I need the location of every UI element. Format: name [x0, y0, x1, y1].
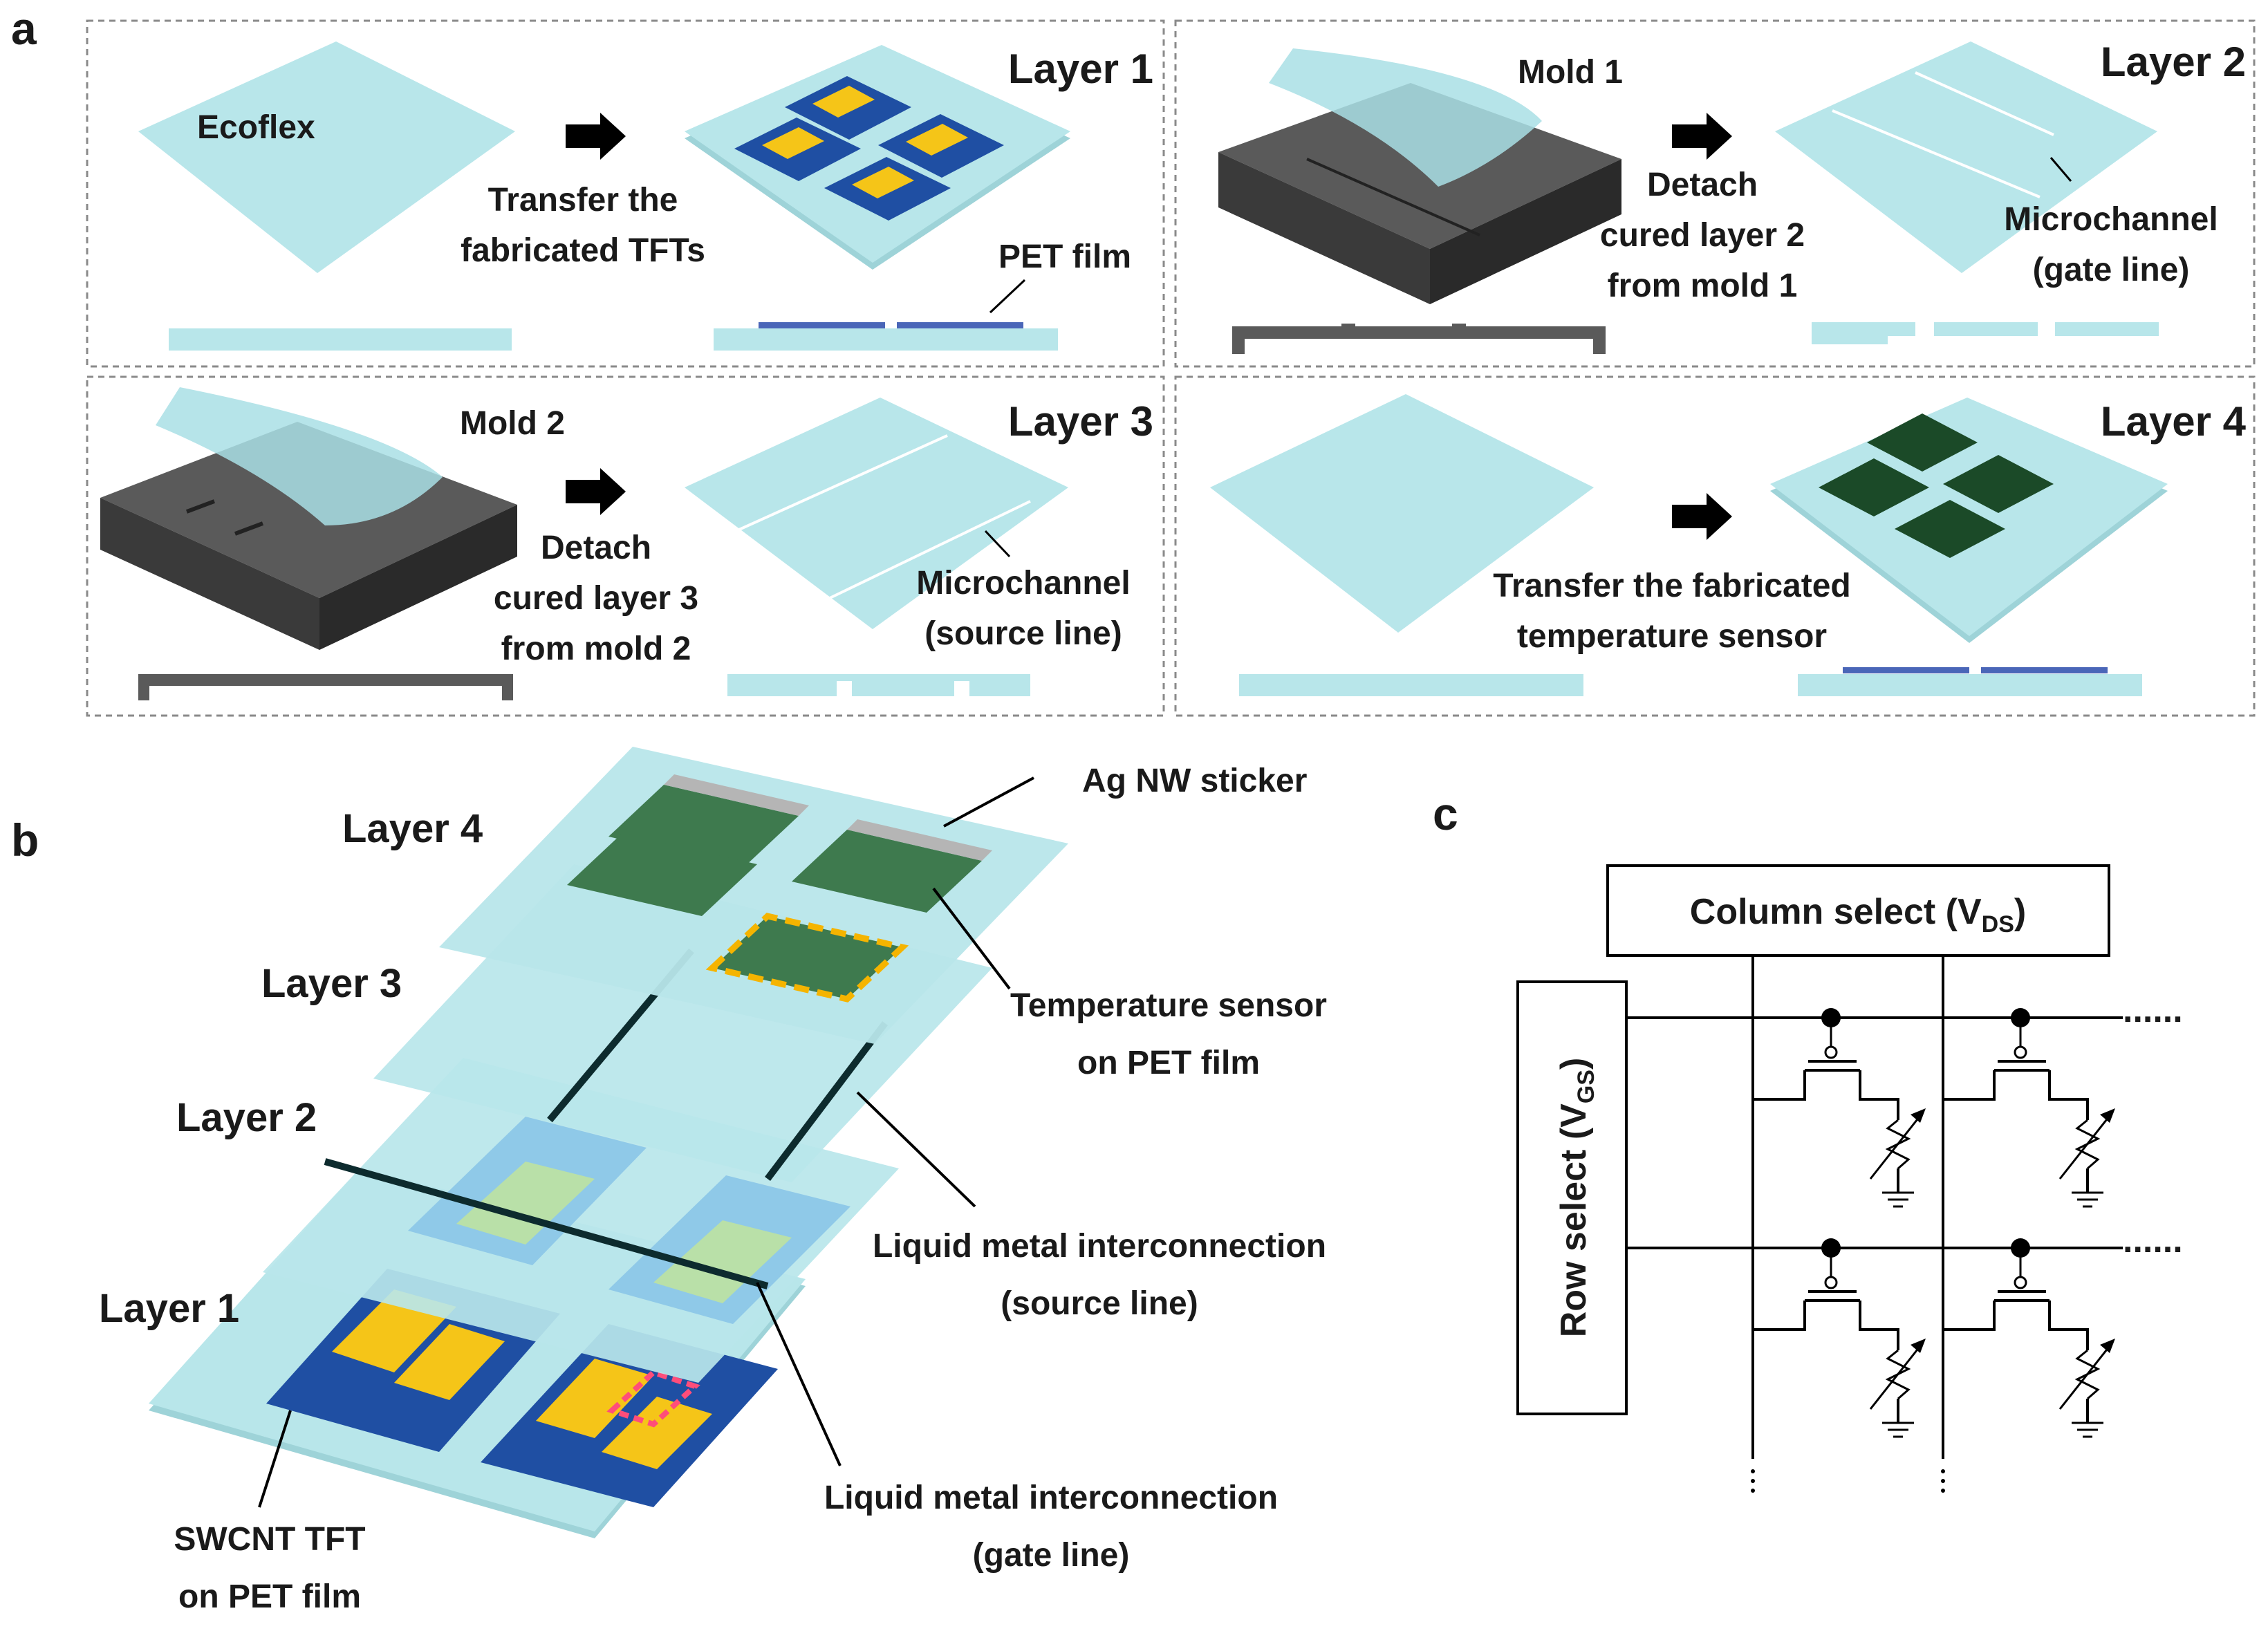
- sensor-label-line1: Temperature sensor: [1010, 987, 1327, 1024]
- step1-ecoflex-sheet: [138, 41, 515, 273]
- layer4-sensor-array: [1770, 398, 2168, 643]
- row2-continuation: ......: [2123, 1220, 2183, 1260]
- step2-action-line2: cured layer 2: [1600, 217, 1805, 254]
- source-line-pointer: [856, 1091, 976, 1208]
- row1-continuation: ......: [2123, 990, 2183, 1030]
- tft-pointer: [258, 1410, 292, 1508]
- layer2-cross-section: [1812, 322, 2159, 344]
- step3-action-line1: Detach: [541, 530, 651, 566]
- step1-action-line1: Transfer the: [488, 182, 678, 218]
- step1-frame: [86, 19, 1165, 368]
- column-continuation-marks: [1751, 1469, 1945, 1493]
- svg-text:Row select (VGS): Row select (VGS): [1554, 1058, 1599, 1338]
- source-line-label1: Liquid metal interconnection: [873, 1228, 1326, 1265]
- column-select-close: ): [2014, 892, 2026, 932]
- mold1-block: [1218, 48, 1621, 304]
- stack-layer1-label: Layer 1: [99, 1286, 239, 1331]
- source-channel-pointer: [984, 530, 1011, 558]
- gate-channel-pointer: [2049, 157, 2072, 182]
- step2-action-line3: from mold 1: [1608, 268, 1798, 304]
- step4-cross-section: [1239, 674, 1583, 696]
- layer4-stack-sheet: [439, 747, 1068, 1044]
- pet-film-pointer: [989, 279, 1026, 314]
- step4-action-line1: Transfer the fabricated: [1493, 568, 1851, 604]
- step4-action-line2: temperature sensor: [1517, 618, 1827, 655]
- ag-nw-sticker-label: Ag NW sticker: [1082, 763, 1307, 799]
- step4-arrow-icon: [1672, 493, 1732, 540]
- ecoflex-label: Ecoflex: [197, 109, 315, 146]
- row-select-box: Row select (VGS): [1516, 980, 1628, 1415]
- svg-text:Column select (VDS): Column select (VDS): [1690, 892, 2026, 938]
- stack-layer2-label: Layer 2: [176, 1095, 317, 1140]
- layer1-title: Layer 1: [1008, 46, 1153, 92]
- tft-label-line1: SWCNT TFT: [174, 1521, 365, 1558]
- gate-line-label2: (gate line): [973, 1537, 1130, 1574]
- panel-c-letter: c: [1433, 788, 1458, 839]
- column-select-sub: DS: [1982, 911, 2014, 938]
- tft-label-line2: on PET film: [178, 1578, 361, 1615]
- column-select-label: Column select (V: [1690, 892, 1982, 932]
- layer3-cross-section: [727, 674, 1030, 696]
- step1-arrow-icon: [566, 113, 626, 160]
- pixel-cell-r1c2: [1943, 1008, 2115, 1208]
- matrix-wiring: [1626, 956, 2123, 1459]
- mold2-block: [100, 387, 517, 650]
- layer3-title: Layer 3: [1008, 398, 1153, 445]
- gate-line-label1: Liquid metal interconnection: [824, 1480, 1278, 1516]
- row-select-sub: GS: [1573, 1070, 1599, 1103]
- gate-line-pointer: [756, 1282, 842, 1466]
- column-select-box: Column select (VDS): [1606, 864, 2110, 957]
- gate-channel-line2: (gate line): [2033, 252, 2190, 288]
- step1-cross-section: [169, 328, 512, 351]
- step3-frame: [86, 375, 1165, 717]
- mold1-cross-section: [1232, 324, 1606, 354]
- stack-layer4-label: Layer 4: [342, 806, 483, 851]
- source-channel-line2: (source line): [924, 615, 1122, 652]
- pixel-cell-r1c1: [1753, 1008, 1926, 1208]
- step1-pet-cross-section: [714, 322, 1058, 351]
- step1-action-line2: fabricated TFTs: [461, 232, 705, 269]
- layer4-title: Layer 4: [2101, 398, 2247, 445]
- stack-layer3-label: Layer 3: [261, 961, 402, 1006]
- source-channel-line1: Microchannel: [916, 565, 1130, 602]
- row-select-close: ): [1554, 1058, 1594, 1070]
- row-select-label: Row select (V: [1554, 1103, 1594, 1337]
- layer2-title: Layer 2: [2101, 39, 2246, 85]
- ag-nw-sticker-pointer: [943, 776, 1034, 828]
- mold1-label: Mold 1: [1518, 54, 1623, 91]
- pet-film-label: PET film: [998, 239, 1131, 275]
- sensor-label-line2: on PET film: [1077, 1045, 1260, 1081]
- sensor-pointer: [932, 887, 1011, 990]
- mold2-label: Mold 2: [460, 405, 565, 442]
- pixel-cell-r2c1: [1753, 1238, 1926, 1438]
- step3-action-line2: cured layer 3: [494, 580, 698, 617]
- gate-channel-line1: Microchannel: [2004, 201, 2218, 238]
- step3-arrow-icon: [566, 468, 626, 515]
- step3-action-line3: from mold 2: [501, 631, 691, 667]
- pixel-cell-r2c2: [1943, 1238, 2115, 1438]
- panel-b-letter: b: [11, 814, 39, 866]
- mold2-cross-section: [138, 674, 513, 700]
- layer2-sheet: [1775, 41, 2157, 273]
- step2-frame: [1174, 19, 2256, 368]
- step4-ecoflex-sheet: [1210, 394, 1594, 633]
- step4-pet-cross-section: [1798, 667, 2142, 696]
- step2-arrow-icon: [1672, 113, 1732, 160]
- step2-action-line1: Detach: [1647, 167, 1758, 203]
- layer3-sheet: [685, 398, 1068, 629]
- layer1-tft-array: [685, 45, 1070, 270]
- panel-a-letter: a: [11, 3, 37, 54]
- source-line-label2: (source line): [1001, 1285, 1198, 1322]
